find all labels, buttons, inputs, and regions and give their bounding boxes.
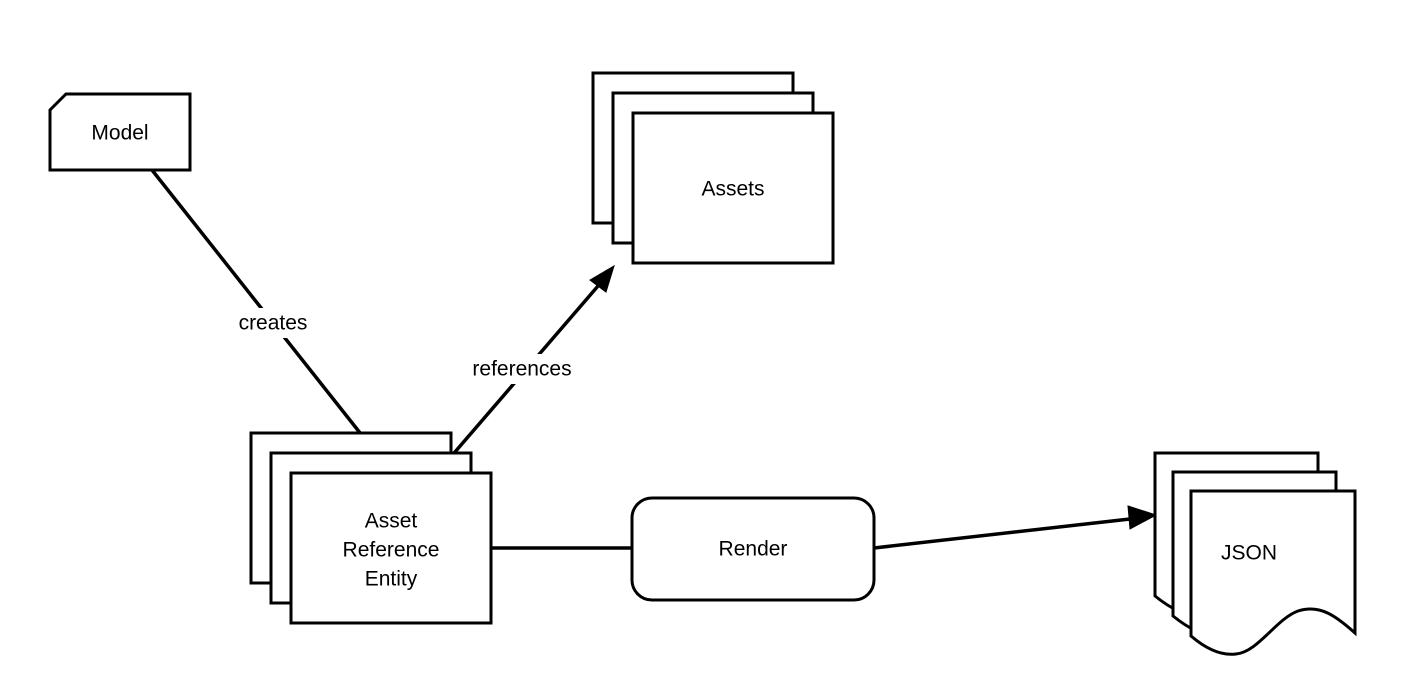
assets-label: Assets — [701, 178, 764, 201]
json-label: JSON — [1221, 542, 1277, 565]
node-assets: Assets — [591, 71, 835, 265]
entity-label-line-3: Entity — [365, 568, 418, 591]
edge-creates-label-group: creates — [228, 308, 318, 338]
entity-front-sheet — [289, 471, 493, 625]
edge-references-arrowhead — [589, 264, 615, 293]
assets-front-sheet — [631, 111, 835, 265]
render-label: Render — [719, 538, 788, 561]
json-front-sheet — [1189, 489, 1357, 656]
edge-creates-label-bg — [228, 308, 318, 338]
node-asset-reference-entity: Asset Reference Entity — [249, 431, 493, 625]
edge-render-to-json-arrowhead — [1127, 505, 1158, 530]
edge-render-to-json — [873, 505, 1158, 550]
node-json: JSON — [1153, 451, 1357, 656]
node-model: Model — [48, 92, 192, 172]
node-render: Render — [630, 496, 876, 602]
render-rounded-box — [630, 496, 876, 602]
model-label: Model — [91, 122, 148, 145]
edge-render-to-json-line — [873, 517, 1131, 550]
entity-label-line-1: Asset — [365, 510, 418, 533]
edge-references-label: references — [472, 358, 571, 381]
edge-references-label-group: references — [462, 354, 582, 384]
entity-label-line-2: Reference — [343, 539, 440, 562]
model-card-shape — [48, 92, 192, 172]
edge-references-label-bg — [462, 354, 582, 384]
edge-creates-label: creates — [239, 312, 308, 335]
